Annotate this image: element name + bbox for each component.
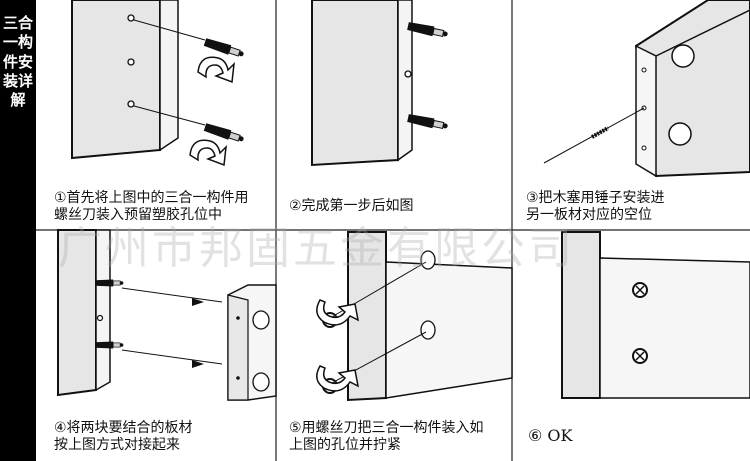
step2-caption: ②完成第一步后如图 xyxy=(289,198,414,215)
sidebar-title: 三合一构件安装详解 xyxy=(2,14,33,110)
step4-illustration xyxy=(57,229,277,401)
step4-caption: ④将两块要结合的板材 按上图方式对接起来 xyxy=(54,420,193,454)
step6-illustration xyxy=(561,231,750,399)
step6-caption: ⑥ OK xyxy=(528,426,573,445)
step5-caption: ⑤用螺丝刀把三合一构件装入如 上图的孔位并拧紧 xyxy=(289,420,484,454)
step1-illustration xyxy=(71,0,246,167)
installation-diagram xyxy=(36,0,750,461)
step5-illustration xyxy=(316,231,513,402)
step1-caption: ①首先将上图中的三合一构件用 螺丝刀装入预留塑胶孔位中 xyxy=(54,190,249,224)
step3-illustration xyxy=(543,0,750,178)
step3-caption: ③把木塞用锤子安装进 另一板材对应的空位 xyxy=(526,190,665,224)
step2-illustration xyxy=(311,0,450,167)
sidebar: 三合一构件安装详解 xyxy=(0,0,36,461)
